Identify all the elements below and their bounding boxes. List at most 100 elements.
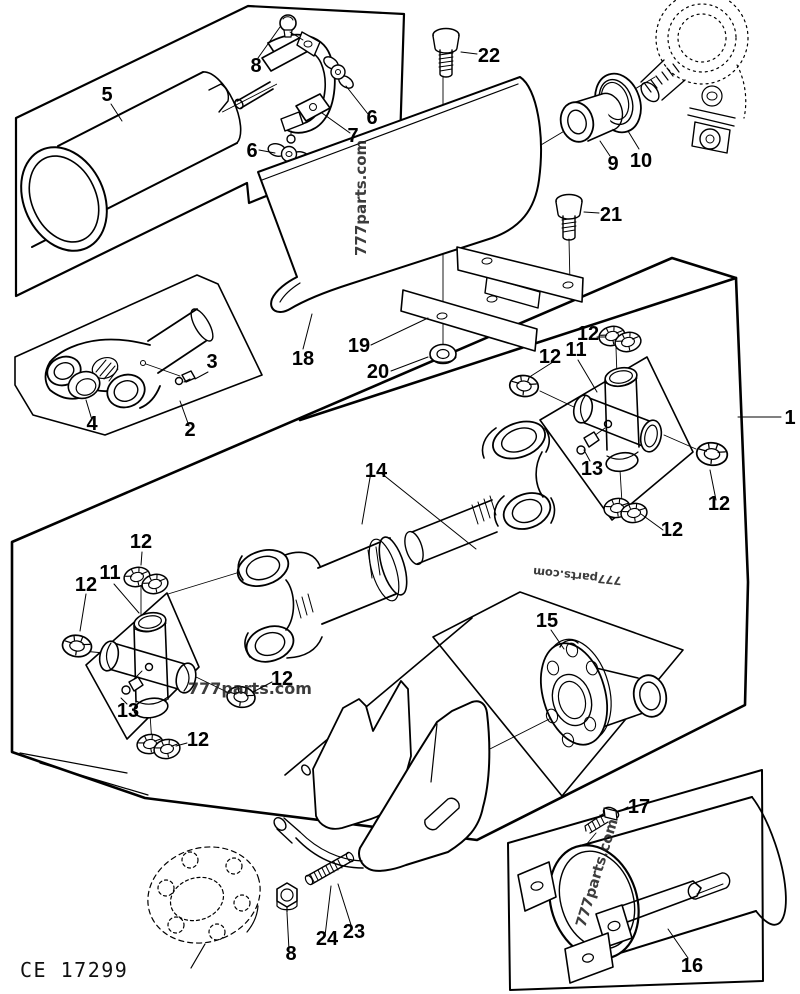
leader-16	[667, 928, 689, 959]
leader-23	[337, 883, 353, 929]
leader-18	[302, 313, 313, 350]
clamp-tab-bottom	[280, 111, 304, 132]
leader-12c	[709, 469, 717, 501]
guard-16-slot	[687, 872, 731, 900]
callout-12-lc-left: 12	[75, 574, 97, 596]
bracket-19-plate-upper	[456, 246, 584, 303]
nut-8-bottom	[276, 882, 298, 913]
clamp-pin	[236, 81, 274, 109]
callout-21: 21	[600, 204, 622, 226]
leader-4	[85, 399, 93, 421]
leader-12g	[175, 742, 188, 747]
flange-15-bolt-holes	[545, 642, 599, 748]
callout-19: 19	[348, 335, 370, 357]
clamp-foot	[295, 93, 331, 122]
callout-24: 24	[316, 928, 339, 950]
callout-12-rc-right: 12	[708, 493, 730, 515]
leader-13a	[583, 449, 591, 462]
callout-8-bottom: 8	[285, 943, 296, 965]
callout-7: 7	[347, 125, 358, 147]
shaft-14-yoke-left-boss1	[236, 549, 290, 587]
group-flange-15	[540, 638, 668, 748]
stud-24	[304, 851, 355, 886]
callout-9: 9	[607, 153, 618, 175]
panel-guard-cylinder	[507, 769, 764, 991]
group-guard-23	[147, 680, 491, 969]
callout-2: 2	[184, 419, 195, 441]
leader-8b	[286, 912, 290, 951]
callout-12-lc-bottom: 12	[187, 729, 209, 751]
callout-5: 5	[101, 84, 112, 106]
guard-23-hook-rod	[273, 817, 364, 869]
callout-3: 3	[206, 351, 217, 373]
callout-14: 14	[365, 460, 388, 482]
guard-16-body	[579, 796, 757, 958]
yoke-2-body	[44, 338, 161, 409]
callout-10: 10	[630, 150, 652, 172]
callout-20: 20	[367, 361, 389, 383]
bushing-9	[559, 92, 624, 143]
flange-15-disc	[540, 642, 608, 746]
shaft-14-outer-tube	[317, 537, 397, 625]
cross-11-left-horizontal	[108, 641, 186, 692]
panel-bottom-left-edge	[19, 752, 149, 796]
leader-12d	[640, 513, 664, 531]
group-callouts: 5 8 6 7 6 22 9 10 21 18 19 20 3 2 4 14 1…	[75, 45, 796, 977]
callout-12-rc-bottom: 12	[661, 519, 683, 541]
shaft-14-yoke-right-boss2	[502, 492, 552, 530]
group-tube-and-clamp	[20, 14, 354, 252]
bolt-21	[555, 193, 583, 241]
callout-12-lc-right: 12	[271, 668, 293, 690]
leader-5	[110, 103, 123, 122]
leader-12h	[252, 681, 273, 693]
group-bolts	[432, 27, 583, 241]
callout-18: 18	[292, 348, 314, 370]
snap-ring-12	[507, 373, 541, 399]
leader-7	[321, 112, 351, 134]
group-shield-bracket	[257, 76, 584, 365]
callout-15: 15	[536, 610, 558, 632]
guard-16-bracket-bottom	[564, 932, 614, 984]
shaft-14-yoke-right-body	[481, 427, 556, 527]
panel-yoke-shaft	[14, 274, 263, 436]
leader-21	[583, 211, 600, 214]
watermark-text: 777parts.com	[188, 679, 312, 698]
leader-6b	[258, 149, 276, 154]
snap-ring-12	[694, 440, 730, 468]
callout-12-lc-top: 12	[130, 531, 152, 553]
leader-17	[617, 806, 629, 813]
callout-4: 4	[86, 413, 98, 435]
bearing-4	[67, 370, 101, 400]
guard-16-bracket-mid	[517, 861, 557, 912]
leader-20	[390, 356, 429, 372]
bolt-8-top	[279, 14, 304, 41]
leader-12b	[530, 361, 554, 377]
group-shaft-14	[236, 420, 556, 663]
phantom-flange	[147, 846, 261, 969]
leader-22	[460, 51, 478, 55]
group-guard-16	[517, 796, 787, 984]
callout-16: 16	[681, 955, 703, 977]
leader-12f	[79, 593, 87, 632]
tube-5-slot	[208, 83, 230, 113]
figure-code: CE 17299	[20, 958, 129, 982]
yoke-2-boss-lower	[106, 373, 146, 409]
callout-13-left: 13	[117, 700, 139, 722]
callout-23: 23	[343, 921, 365, 943]
group-gearbox	[559, 0, 749, 154]
watermark-text: 777parts.com	[352, 140, 370, 256]
group-panels	[10, 4, 764, 991]
panel-inner-edge	[298, 276, 738, 422]
grease-fitting-13-right	[576, 427, 606, 455]
shield-18	[257, 76, 542, 313]
callout-1: 1	[784, 407, 795, 429]
callout-12-rc-top: 12	[577, 323, 599, 345]
callout-11-right: 11	[565, 339, 586, 361]
leader-19	[370, 317, 429, 346]
shaft-2	[147, 308, 207, 374]
clamp-plate-top	[296, 31, 321, 57]
gearbox-housing-arc2	[667, 3, 737, 73]
guard-23-slot	[424, 797, 460, 831]
leader-15	[550, 629, 565, 650]
